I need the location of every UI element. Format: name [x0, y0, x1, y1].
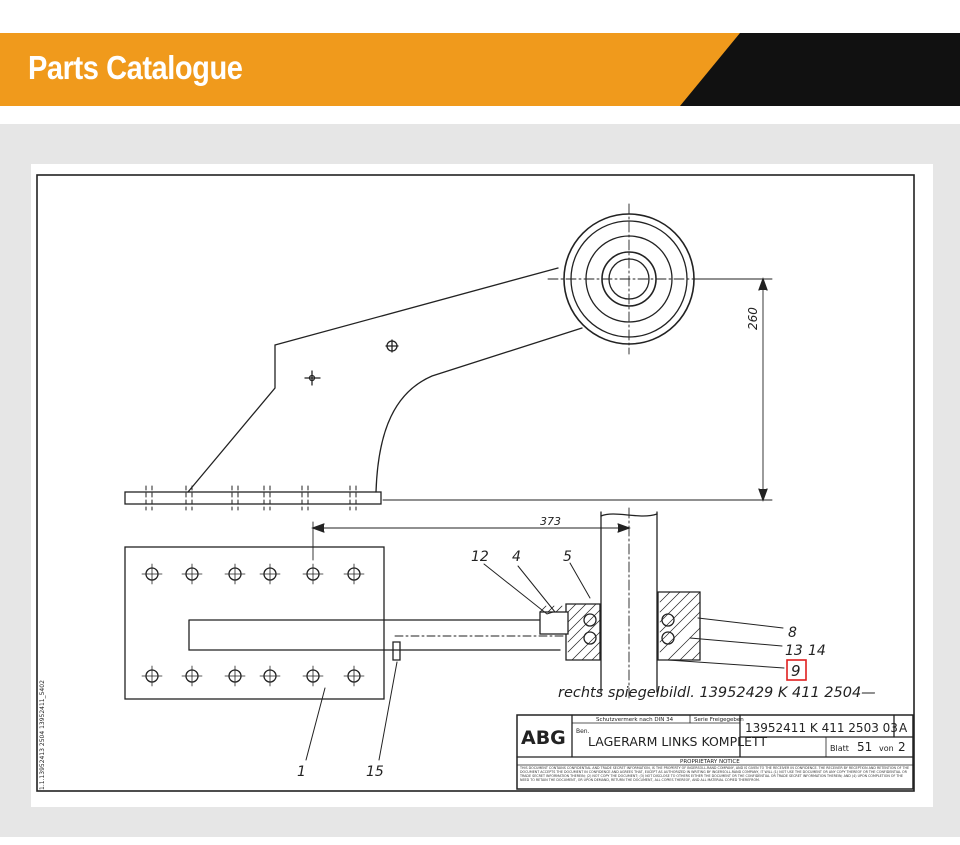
part-number: 13952411 K 411 2503 03 — [745, 721, 898, 735]
notice-text-box: THIS DOCUMENT CONTAINS CONFIDENTIAL AND … — [520, 766, 910, 782]
revision: A — [899, 721, 908, 735]
bolt-holes-top-row — [145, 567, 361, 581]
callout-5: 5 — [563, 549, 572, 565]
mirror-note: rechts spiegelbildl. 13952429 K 411 2504… — [558, 685, 876, 701]
base-plate-side — [124, 491, 382, 505]
title-block — [516, 714, 914, 790]
callout-9: 9 — [791, 662, 801, 680]
brand-logo: ABG — [521, 727, 566, 749]
callout-8: 8 — [788, 625, 797, 641]
dimension-label-horizontal: 373 — [540, 515, 561, 528]
leader-1 — [305, 687, 326, 761]
sheet-number: 51 — [857, 740, 872, 754]
header-bar: Parts Catalogue — [0, 33, 960, 106]
arm-lower-edge — [375, 327, 583, 493]
sheet-of-label: von — [879, 744, 894, 753]
callout-1: 1 — [297, 764, 306, 780]
header-accent — [0, 33, 740, 106]
drawing-frame — [36, 174, 915, 792]
housing-section-left — [565, 603, 601, 661]
grease-nipple — [392, 641, 401, 661]
sheet-total: 2 — [898, 740, 906, 754]
bolt-holes-bottom-row — [145, 669, 361, 683]
side-code: 1.1.13952413 2504 13952411_5402 — [39, 680, 46, 790]
leader-12 — [483, 563, 554, 615]
notice-heading: PROPRIETARY NOTICE — [680, 759, 740, 765]
callout-15: 15 — [366, 764, 384, 780]
shaft — [600, 511, 658, 693]
callout-14: 14 — [808, 643, 826, 659]
release-label: Serie Freigegeben — [694, 717, 744, 723]
drawing-canvas: 260 373 12 4 5 8 13 14 9 1 15 rechts spi… — [36, 174, 915, 792]
callout-12: 12 — [471, 549, 489, 565]
leader-15 — [378, 661, 398, 761]
leader-9 — [667, 659, 785, 669]
leader-5 — [569, 562, 591, 599]
callout-9-highlight — [786, 659, 807, 681]
housing-section-right — [657, 591, 701, 661]
page-title: Parts Catalogue — [28, 49, 243, 86]
side-view — [124, 203, 773, 511]
arm-upper-edge — [187, 267, 559, 493]
leader-13 — [689, 637, 783, 647]
base-plate-top — [124, 546, 385, 700]
notice-text: THIS DOCUMENT CONTAINS CONFIDENTIAL AND … — [520, 766, 910, 782]
dimension-label-vertical: 260 — [746, 307, 760, 330]
protection-label: Schutzvermerk nach DIN 34 — [596, 717, 674, 723]
leader-4 — [517, 565, 556, 613]
top-view — [124, 507, 785, 761]
technical-drawing: 260 373 12 4 5 8 13 14 9 1 15 rechts spi… — [31, 164, 933, 807]
sheet-label: Blatt — [830, 744, 849, 753]
callout-4: 4 — [512, 549, 521, 565]
designation-label: Ben. — [576, 728, 590, 735]
leader-8 — [697, 617, 784, 629]
arm-bar-top — [188, 619, 567, 651]
ball-bearing — [583, 613, 597, 627]
callout-13: 13 — [785, 643, 803, 659]
part-description: LAGERARM LINKS KOMPLETT — [588, 734, 767, 749]
